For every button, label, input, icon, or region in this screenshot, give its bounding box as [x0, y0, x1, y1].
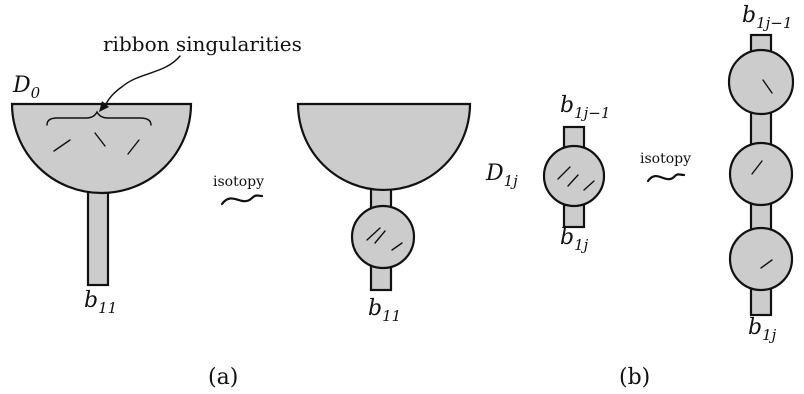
ribbon-singularity — [583, 180, 595, 191]
disk-chain-2 — [728, 141, 794, 207]
isotopy-a: isotopy — [213, 174, 264, 206]
panel-b-left: b1j−1 D1j b1j — [485, 93, 610, 254]
isotopy-tilde — [220, 194, 264, 206]
ribbon-singularity — [94, 132, 106, 147]
isotopy-b: isotopy — [640, 151, 691, 183]
panel-a-left: ribbon singularities D0 b11 — [10, 32, 302, 317]
band-label-b11: b11 — [84, 288, 117, 317]
panel-b-right: b1j−1 b1j — [727, 3, 795, 344]
isotopy-label: isotopy — [213, 174, 264, 190]
isotopy-label: isotopy — [640, 151, 691, 167]
ribbon-singularity — [391, 242, 403, 251]
band-label-bottom: b1j — [560, 225, 589, 254]
ribbon-singularity — [760, 259, 773, 269]
ribbon-singularity — [127, 139, 140, 155]
arrowhead — [99, 101, 109, 112]
ribbon-singularity — [751, 160, 763, 175]
ribbon-singularity — [53, 139, 71, 152]
half-disk-d0 — [10, 102, 193, 195]
ribbon-singularity — [366, 227, 381, 241]
disk-d1j — [542, 144, 606, 208]
disk-label-d0: D0 — [12, 73, 41, 102]
annotation-text: ribbon singularities — [103, 32, 302, 56]
ribbon-singularity — [557, 166, 571, 180]
panel-a-right: b11 — [296, 102, 472, 325]
disk-chain-1 — [727, 48, 795, 116]
band-label-top: b1j−1 — [560, 93, 610, 122]
band-label-chain-bottom: b1j — [748, 315, 777, 344]
disk-chain-3 — [728, 226, 794, 292]
band-b11 — [86, 183, 110, 287]
ribbon-singularity — [567, 174, 579, 187]
disk-with-singularities — [350, 204, 416, 270]
band-label-b11-result: b11 — [368, 296, 401, 325]
caption-b: (b) — [619, 365, 650, 390]
disk-label-d1j: D1j — [485, 161, 518, 190]
ribbon-singularity — [762, 79, 773, 94]
singularity-brace — [46, 110, 152, 126]
band-label-chain-top: b1j−1 — [742, 3, 792, 32]
caption-a: (a) — [208, 365, 238, 390]
ribbon-singularity — [374, 230, 386, 244]
half-disk-result — [296, 102, 472, 192]
isotopy-tilde — [646, 173, 686, 183]
annotation-arrow — [103, 55, 181, 109]
